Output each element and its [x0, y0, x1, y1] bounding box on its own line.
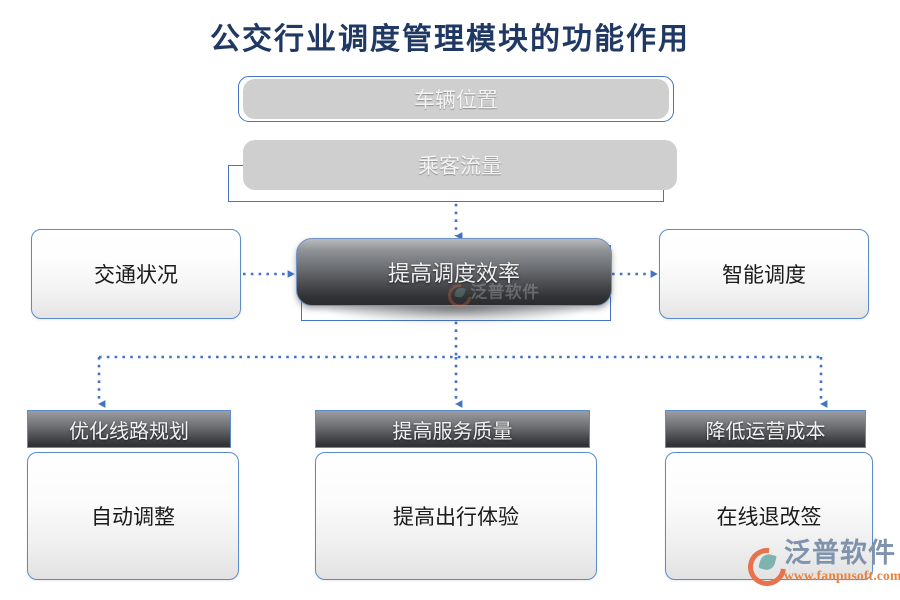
outcome-card-route-planning-header-label: 优化线路规划	[69, 420, 189, 443]
outcome-card-operating-cost-body[interactable]: 在线退改签	[665, 452, 873, 580]
input-node-vehicle-position[interactable]: 车辆位置	[243, 79, 669, 119]
outcome-card-service-quality-header[interactable]: 提高服务质量	[315, 410, 590, 448]
node-improve-dispatch-efficiency[interactable]: 提高调度效率	[296, 238, 612, 306]
page-title: 公交行业调度管理模块的功能作用	[210, 23, 690, 56]
node-intelligent-dispatch-label: 智能调度	[722, 263, 806, 287]
node-traffic-conditions[interactable]: 交通状况	[31, 229, 241, 319]
node-traffic-conditions-label: 交通状况	[94, 263, 178, 287]
outcome-card-route-planning[interactable]: 优化线路规划 自动调整	[27, 410, 239, 580]
outcome-card-operating-cost[interactable]: 降低运营成本 在线退改签	[665, 410, 873, 580]
outcome-card-operating-cost-header[interactable]: 降低运营成本	[665, 410, 866, 448]
outcome-card-route-planning-body[interactable]: 自动调整	[27, 452, 239, 580]
input-node-passenger-flow-label: 乘客流量	[418, 154, 502, 178]
outcome-card-route-planning-header[interactable]: 优化线路规划	[27, 410, 231, 448]
node-improve-dispatch-efficiency-label: 提高调度效率	[387, 261, 520, 286]
outcome-card-service-quality-header-label: 提高服务质量	[392, 420, 513, 443]
input-node-vehicle-position-label: 车辆位置	[414, 88, 498, 112]
outcome-card-route-planning-body-label: 自动调整	[91, 505, 175, 529]
outcome-card-service-quality-body[interactable]: 提高出行体验	[315, 452, 597, 580]
outcome-card-operating-cost-body-label: 在线退改签	[716, 505, 822, 529]
outcome-card-service-quality-body-label: 提高出行体验	[393, 505, 519, 529]
node-intelligent-dispatch[interactable]: 智能调度	[659, 229, 869, 319]
outcome-card-service-quality[interactable]: 提高服务质量 提高出行体验	[315, 410, 597, 580]
input-node-passenger-flow[interactable]: 乘客流量	[243, 140, 677, 190]
outcome-card-operating-cost-header-label: 降低运营成本	[705, 420, 826, 443]
